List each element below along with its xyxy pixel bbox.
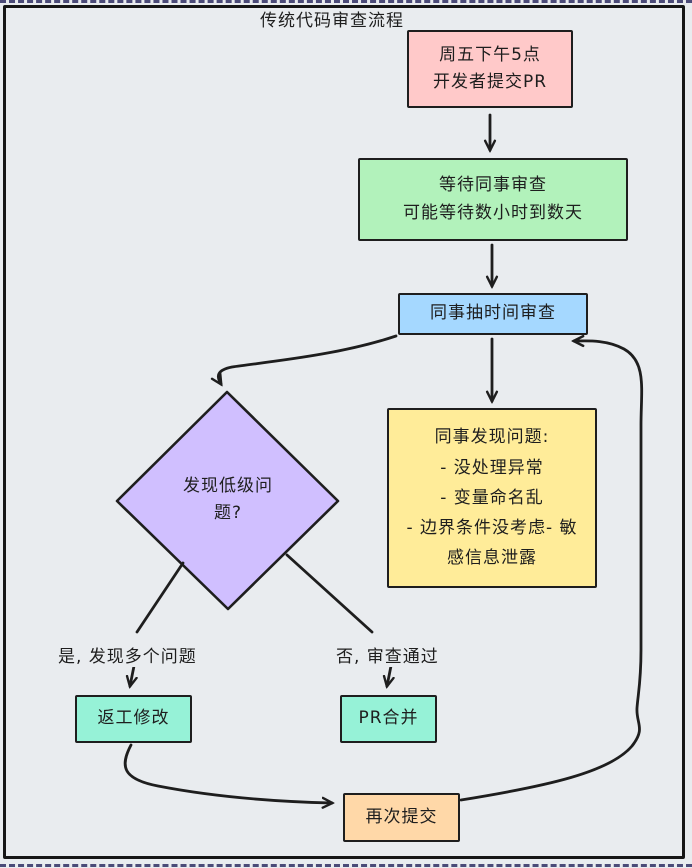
node-reviewer-review[interactable]: 同事抽时间审查	[398, 293, 588, 335]
canvas-border	[3, 5, 685, 859]
node-found-issues[interactable]: 同事发现问题: - 没处理异常 - 变量命名乱 - 边界条件没考虑- 敏 感信息…	[387, 408, 597, 588]
decision-diamond-label: 发现低级问 题?	[183, 476, 273, 524]
selection-dash-top	[0, 0, 692, 3]
node-submit-pr[interactable]: 周五下午5点 开发者提交PR	[407, 30, 573, 108]
node-pr-merge[interactable]: PR合并	[340, 695, 437, 743]
selection-dash-bottom	[0, 864, 692, 867]
edge-label-no[interactable]: 否, 审查通过	[333, 642, 442, 667]
node-wait-review[interactable]: 等待同事审查 可能等待数小时到数天	[358, 158, 628, 241]
node-resubmit[interactable]: 再次提交	[343, 793, 460, 842]
node-rework[interactable]: 返工修改	[75, 695, 192, 743]
flow-title[interactable]: 传统代码审查流程	[260, 11, 404, 31]
edge-label-yes[interactable]: 是, 发现多个问题	[55, 642, 200, 667]
